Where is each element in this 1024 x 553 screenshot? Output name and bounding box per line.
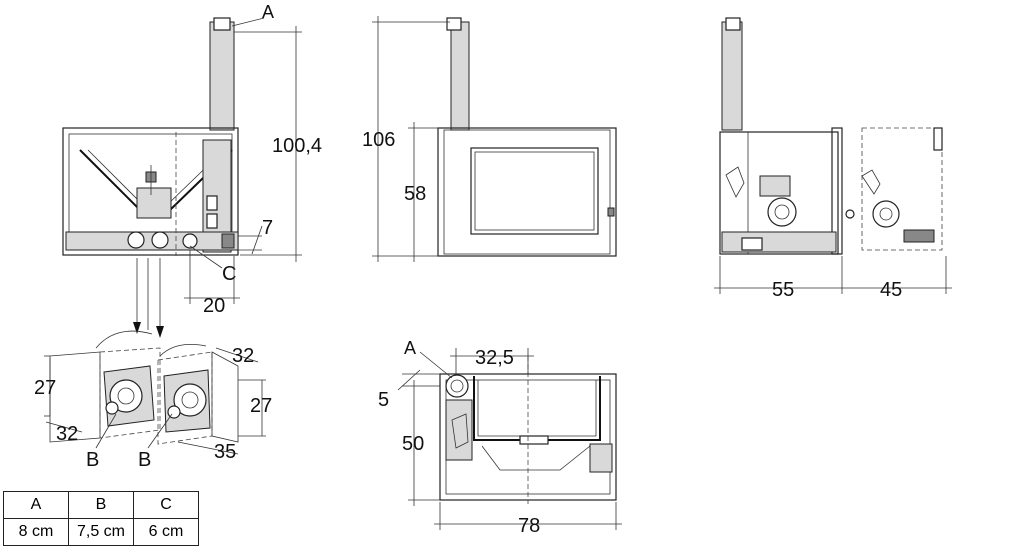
table-header-a: A xyxy=(3,491,69,519)
callout-b-right: B xyxy=(138,449,151,471)
dim-side-total-height: 106 xyxy=(362,129,395,151)
dim-plan-vertical-small: 5 xyxy=(378,389,389,411)
table-header-c: C xyxy=(133,491,199,519)
reference-table: A B C 8 cm 7,5 cm 6 cm xyxy=(3,491,199,546)
dim-front-c-offset: 20 xyxy=(203,295,225,317)
dim-box-right-height: 27 xyxy=(250,395,272,417)
dim-box-left-width: 32 xyxy=(56,423,78,445)
table-value-a: 8 cm xyxy=(3,518,69,546)
callout-c-front: C xyxy=(222,263,236,285)
dim-front-offset: 7 xyxy=(262,217,273,239)
callout-a-plan: A xyxy=(404,338,416,358)
dim-plan-vertical: 50 xyxy=(402,433,424,455)
dim-plan-offset: 32,5 xyxy=(475,347,514,369)
table-value-b: 7,5 cm xyxy=(68,518,134,546)
dim-front-height: 100,4 xyxy=(272,135,322,157)
dim-box-right-depth: 32 xyxy=(232,345,254,367)
dim-plan-width: 78 xyxy=(518,515,540,537)
dim-right-depth-b: 45 xyxy=(880,279,902,301)
burner-boxes-view: 27 32 32 27 35 B B xyxy=(34,330,272,471)
table-header-b: B xyxy=(68,491,134,519)
front-section-view: 100,4 A 7 C 20 xyxy=(62,2,322,338)
callout-a-front: A xyxy=(262,2,274,22)
dim-side-glass-height: 58 xyxy=(404,183,426,205)
callout-b-left: B xyxy=(86,449,99,471)
front-elevation-view: 106 58 xyxy=(362,16,617,262)
dim-box-right-width: 35 xyxy=(214,441,236,463)
table-value-c: 6 cm xyxy=(133,518,199,546)
right-side-view: 55 45 xyxy=(714,17,952,301)
dim-box-left-height: 27 xyxy=(34,377,56,399)
table-header-row: A B C xyxy=(3,491,199,519)
plan-view: 32,5 A 5 50 78 xyxy=(378,338,622,537)
dim-right-depth-a: 55 xyxy=(772,279,794,301)
table-value-row: 8 cm 7,5 cm 6 cm xyxy=(3,518,199,546)
